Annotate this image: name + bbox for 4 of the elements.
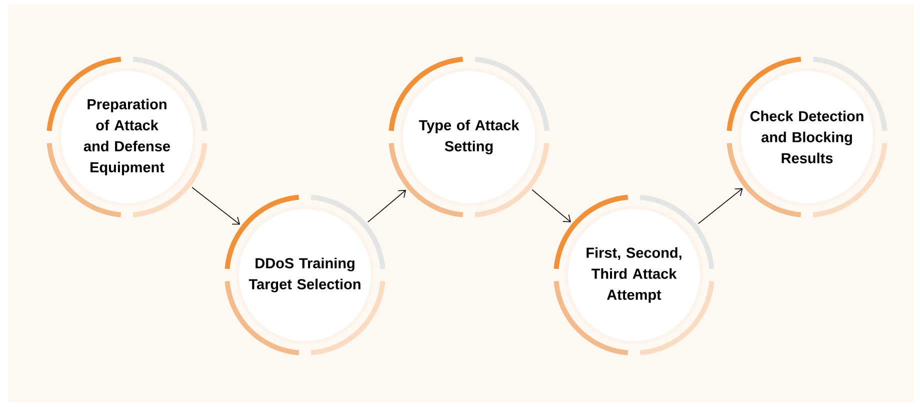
arrow	[698, 188, 743, 224]
arrow	[192, 186, 240, 225]
arrow	[532, 189, 571, 222]
arrow	[368, 190, 406, 222]
